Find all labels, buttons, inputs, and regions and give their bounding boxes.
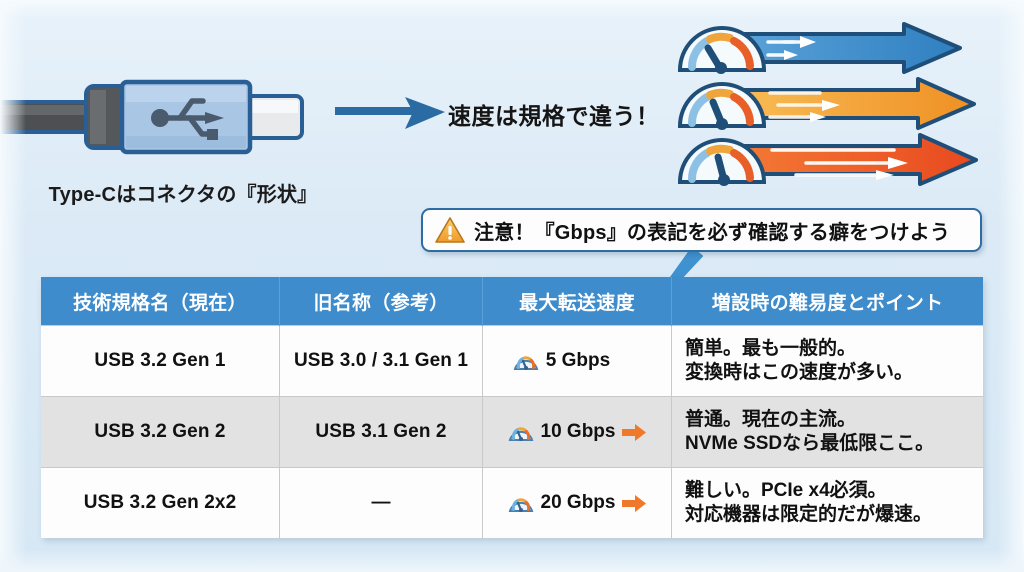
- speed-value: 5 Gbps: [545, 350, 611, 371]
- cell-spec: USB 3.2 Gen 1: [41, 325, 280, 397]
- column-header-difficulty: 増設時の難易度とポイント: [671, 277, 983, 326]
- cell-note: 難しい。PCIe x4必須。 対応機器は限定的だが爆速。: [671, 467, 983, 538]
- usb-logo-square: [207, 129, 218, 140]
- warning-callout: 注意！『Gbps』の表記を必ず確認する癖をつけよう: [421, 208, 982, 252]
- right-arrow-icon: [335, 92, 455, 134]
- cell-spec: USB 3.2 Gen 2x2: [41, 467, 280, 538]
- gauge-icon: [513, 356, 539, 370]
- speed-highlight-arrow-icon: [622, 494, 647, 512]
- table-row: USB 3.2 Gen 2x2 — 20 Gbps: [41, 467, 983, 538]
- column-header-speed: 最大転送速度: [482, 277, 672, 326]
- warning-callout-text: 注意！『Gbps』の表記を必ず確認する癖をつけよう: [474, 221, 951, 244]
- headline-text: 速度は規格で違う！: [448, 103, 660, 129]
- gauge-icon: [508, 498, 533, 512]
- table-row: USB 3.2 Gen 1 USB 3.0 / 3.1 Gen 1 5 Gbps: [41, 325, 983, 397]
- note-line-2: NVMe SSDなら最低限ここ。: [685, 433, 935, 454]
- usb-logo-dot: [151, 109, 169, 127]
- cell-old-name: USB 3.1 Gen 2: [279, 396, 483, 468]
- connector-caption: Type-Cはコネクタの『形状』: [48, 184, 318, 206]
- note-line-1: 簡単。最も一般的。: [685, 337, 857, 359]
- cell-note: 簡単。最も一般的。 変換時はこの速度が多い。: [671, 325, 983, 397]
- usb-logo-triangle: [205, 112, 224, 124]
- note-line-2: 対応機器は限定的だが爆速。: [685, 504, 933, 525]
- cell-speed: 5 Gbps: [482, 325, 672, 397]
- edge-fade-bottom: [0, 550, 1024, 572]
- warning-triangle-icon: [435, 217, 465, 243]
- cell-spec: USB 3.2 Gen 2: [41, 396, 280, 468]
- note-line-1: 難しい。PCIe x4必須。: [685, 479, 887, 501]
- edge-fade-right: [998, 0, 1024, 572]
- speed-value: 20 Gbps: [540, 492, 616, 513]
- cell-old-name: —: [279, 467, 483, 538]
- edge-fade-top: [0, 0, 1024, 18]
- column-header-old-name: 旧名称（参考）: [279, 277, 483, 326]
- speed-arrows-illustration: [672, 22, 1024, 200]
- note-line-1: 普通。現在の主流。: [685, 408, 857, 430]
- edge-fade-left: [0, 0, 26, 572]
- cell-speed: 10 Gbps: [482, 396, 672, 468]
- usb-spec-table: 技術規格名（現在） 旧名称（参考） 最大転送速度 増設時の難易度とポイント US…: [41, 277, 983, 538]
- cell-note: 普通。現在の主流。 NVMe SSDなら最低限ここ。: [671, 396, 983, 468]
- gauge-icon: [508, 427, 533, 441]
- cell-speed: 20 Gbps: [482, 467, 672, 538]
- speed-bar-blue: [677, 22, 962, 74]
- table-header-row: 技術規格名（現在） 旧名称（参考） 最大転送速度 増設時の難易度とポイント: [41, 277, 983, 326]
- usb-connector-illustration: [0, 62, 330, 172]
- speed-bar-orange: [677, 77, 976, 130]
- table-row: USB 3.2 Gen 2 USB 3.1 Gen 2 10 Gbps: [41, 396, 983, 468]
- speed-highlight-arrow-icon: [622, 423, 647, 441]
- speed-value: 10 Gbps: [540, 421, 616, 442]
- note-line-2: 変換時はこの速度が多い。: [685, 362, 914, 383]
- speed-bar-red: [677, 133, 978, 186]
- cell-old-name: USB 3.0 / 3.1 Gen 1: [279, 325, 483, 397]
- column-header-spec: 技術規格名（現在）: [41, 277, 280, 326]
